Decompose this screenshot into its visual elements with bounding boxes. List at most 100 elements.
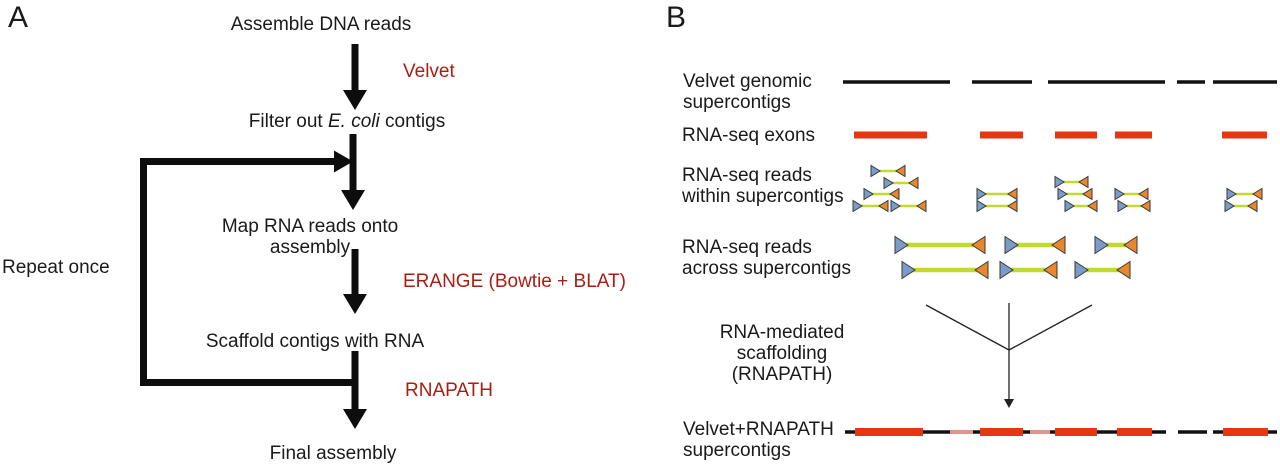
label-velvet-rnapath-supercontigs: Velvet+RNAPATH supercontigs (683, 419, 834, 461)
arrowhead-down (343, 90, 367, 110)
arrowhead-down (1004, 399, 1014, 408)
read-orange-triangle (974, 260, 989, 280)
step-scaffold-contigs: Scaffold contigs with RNA (205, 331, 425, 352)
read-pair-within (1114, 187, 1149, 201)
read-blue-triangle (1094, 235, 1109, 255)
label-rna-seq-exons: RNA-seq exons (682, 125, 816, 146)
read-pair-across (901, 260, 989, 280)
step-filter-pre: Filter out (248, 111, 328, 132)
read-blue-triangle (901, 260, 916, 280)
label-line: RNA-seq reads (682, 237, 812, 258)
label-velvet-genomic-supercontigs: Velvet genomic supercontigs (683, 71, 812, 113)
label-line: RNA-mediated scaffolding (719, 322, 845, 364)
label-line: across supercontigs (682, 258, 851, 279)
label-line: (RNAPATH) (731, 364, 833, 385)
read-blue-triangle (1226, 187, 1237, 201)
step-filter-ecoli-contigs: Filter out E. coli contigs (227, 111, 467, 132)
step-map-rna-reads: Map RNA reads onto assembly (221, 216, 399, 258)
read-blue-triangle (1054, 175, 1065, 189)
read-pair-across (1004, 235, 1066, 255)
read-orange-triangle (1043, 260, 1058, 280)
step-filter-post: contigs (379, 111, 446, 132)
read-blue-triangle (1004, 235, 1019, 255)
label-line: supercontigs (683, 92, 791, 113)
read-orange-triangle (878, 199, 889, 213)
read-pair-within (1064, 199, 1098, 213)
flow-arrows (140, 44, 367, 429)
read-orange-triangle (1078, 175, 1089, 189)
label-line: Velvet+RNAPATH (683, 419, 834, 440)
read-orange-triangle (971, 235, 986, 255)
read-blue-triangle (1064, 199, 1075, 213)
read-orange-triangle (1007, 187, 1018, 201)
read-orange-triangle (1247, 199, 1258, 213)
read-pair-across (1094, 235, 1138, 255)
reads-across-group (894, 235, 1138, 280)
read-pair-within (1224, 199, 1258, 213)
tool-rnapath: RNAPATH (405, 380, 493, 401)
label-line: within supercontigs (682, 186, 844, 207)
read-blue-triangle (1074, 260, 1089, 280)
read-pair-within (1054, 175, 1089, 189)
arrow-filter-to-map (341, 134, 365, 210)
arrow-assemble-to-filter (343, 44, 367, 110)
read-pair-within (1057, 187, 1093, 201)
arrowhead-down (343, 409, 367, 429)
read-orange-triangle (1140, 199, 1151, 213)
read-blue-triangle (890, 199, 901, 213)
arrowhead-right (334, 150, 353, 173)
read-blue-triangle (999, 260, 1014, 280)
funnel-line (925, 304, 1010, 351)
read-orange-triangle (889, 187, 900, 201)
label-reads-across-supercontigs: RNA-seq reads across supercontigs (682, 237, 851, 279)
read-pair-within (863, 187, 900, 201)
panel-b-label: B (666, 1, 687, 34)
read-pair-across (1074, 260, 1131, 280)
read-orange-triangle (1087, 199, 1098, 213)
step-final-assembly: Final assembly (269, 443, 397, 464)
read-orange-triangle (1138, 187, 1149, 201)
read-pair-within (1226, 187, 1263, 201)
repeat-loop (140, 150, 356, 386)
read-pair-within (883, 176, 919, 190)
read-pair-across (894, 235, 986, 255)
read-blue-triangle (1117, 199, 1128, 213)
read-orange-triangle (1252, 187, 1263, 201)
arrow-scaffold-to-final (343, 351, 367, 429)
repeat-once-label: Repeat once (2, 257, 110, 278)
read-pair-within (852, 199, 889, 213)
label-line: Velvet genomic (683, 71, 812, 92)
tool-velvet: Velvet (403, 61, 455, 82)
read-orange-triangle (908, 176, 919, 190)
read-orange-triangle (895, 164, 906, 178)
label-rna-mediated-scaffolding: RNA-mediated scaffolding (RNAPATH) (672, 322, 892, 385)
read-blue-triangle (1114, 187, 1125, 201)
read-pair-within (976, 199, 1018, 213)
read-orange-triangle (916, 199, 927, 213)
read-pair-within (890, 199, 927, 213)
arrow-map-to-scaffold (343, 249, 367, 314)
reads-within-group (852, 164, 1263, 213)
read-pair-across (999, 260, 1058, 280)
read-orange-triangle (1123, 235, 1138, 255)
scaffolding-funnel-arrow (925, 303, 1093, 408)
read-orange-triangle (1116, 260, 1131, 280)
read-blue-triangle (870, 164, 881, 178)
tool-erange: ERANGE (Bowtie + BLAT) (403, 271, 626, 292)
read-orange-triangle (1007, 199, 1018, 213)
read-pair-within (1117, 199, 1151, 213)
step-assemble-dna-reads: Assemble DNA reads (230, 14, 412, 35)
funnel-line (1008, 304, 1093, 351)
label-line: RNA-seq reads (682, 165, 812, 186)
read-blue-triangle (1224, 199, 1235, 213)
read-pair-within (870, 164, 906, 178)
read-orange-triangle (1051, 235, 1066, 255)
step-filter-species: E. coli (327, 111, 380, 132)
read-blue-triangle (863, 187, 874, 201)
read-blue-triangle (852, 199, 863, 213)
arrowhead-down (341, 190, 365, 210)
label-reads-within-supercontigs: RNA-seq reads within supercontigs (682, 165, 844, 207)
read-blue-triangle (976, 199, 987, 213)
read-blue-triangle (883, 176, 894, 190)
